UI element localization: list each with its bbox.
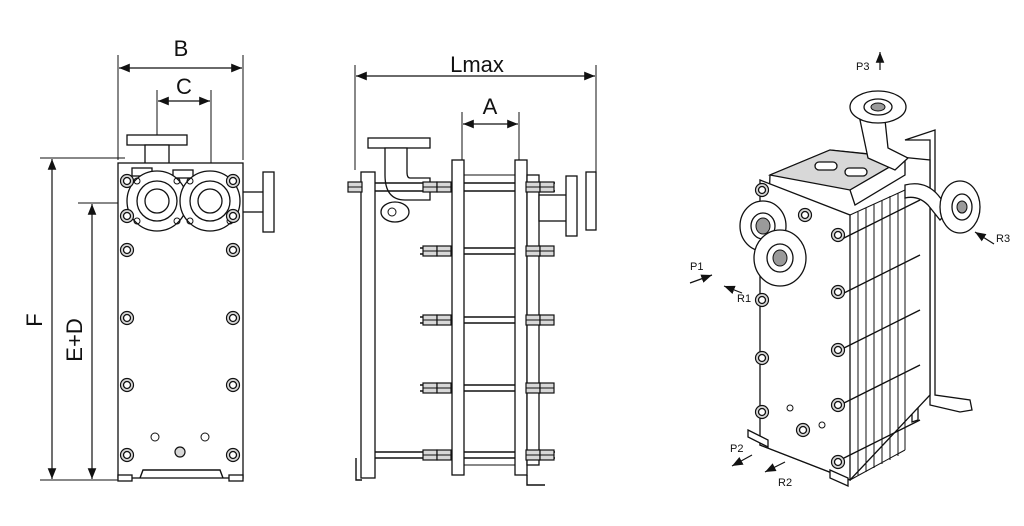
- flow-r3: R3: [974, 231, 1010, 245]
- svg-text:R2: R2: [778, 477, 792, 489]
- side-view: Lmax A: [347, 52, 597, 486]
- flow-r2: R2: [764, 461, 792, 489]
- svg-text:P3: P3: [856, 61, 869, 73]
- iso-port-flanges: [739, 200, 807, 287]
- dimension-b: B: [117, 36, 244, 160]
- dimension-lmax: Lmax: [354, 52, 597, 175]
- svg-text:R3: R3: [996, 233, 1010, 245]
- side-flange: [262, 171, 275, 233]
- front-view: B C F E+D: [22, 36, 275, 482]
- svg-text:R1: R1: [737, 293, 751, 305]
- flow-p3: P3: [856, 52, 885, 73]
- dim-ed-label: E+D: [62, 318, 87, 361]
- dim-a-label: A: [483, 94, 498, 119]
- fixed-frame-side: [360, 171, 376, 479]
- dim-lmax-label: Lmax: [450, 52, 504, 77]
- svg-text:P1: P1: [690, 261, 703, 273]
- isometric-view: P3 R3 P1 R1 P2 R2: [689, 52, 1010, 489]
- top-flange: [126, 134, 188, 146]
- dim-b-label: B: [174, 36, 189, 61]
- flow-p1: P1: [689, 261, 713, 284]
- flow-p2: P2: [730, 443, 753, 467]
- dim-f-label: F: [22, 313, 47, 326]
- dimension-a: A: [461, 94, 520, 160]
- flow-r1: R1: [723, 285, 751, 305]
- svg-text:P2: P2: [730, 443, 743, 455]
- dimension-f: F: [22, 157, 130, 481]
- outlet-flange: [585, 171, 597, 231]
- dim-c-label: C: [176, 74, 192, 99]
